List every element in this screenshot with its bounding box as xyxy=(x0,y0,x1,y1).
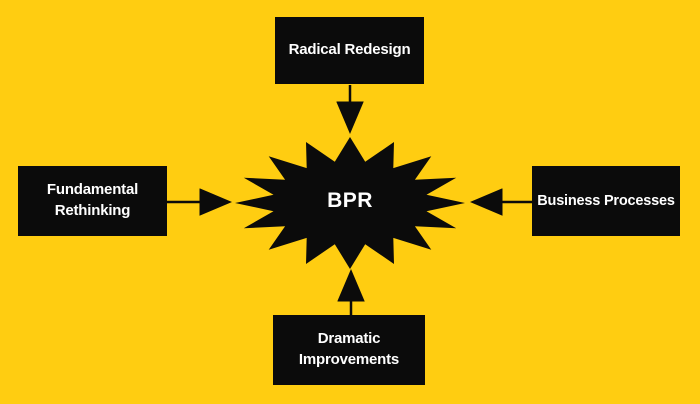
node-radical-redesign: Radical Redesign xyxy=(275,17,424,84)
center-label-bpr: BPR xyxy=(327,189,373,212)
node-fundamental-rethinking: Fundamental Rethinking xyxy=(18,166,167,236)
node-dramatic-improvements: Dramatic Improvements xyxy=(273,315,425,385)
starburst-shape xyxy=(235,137,465,269)
node-business-processes: Business Processes xyxy=(532,166,680,236)
